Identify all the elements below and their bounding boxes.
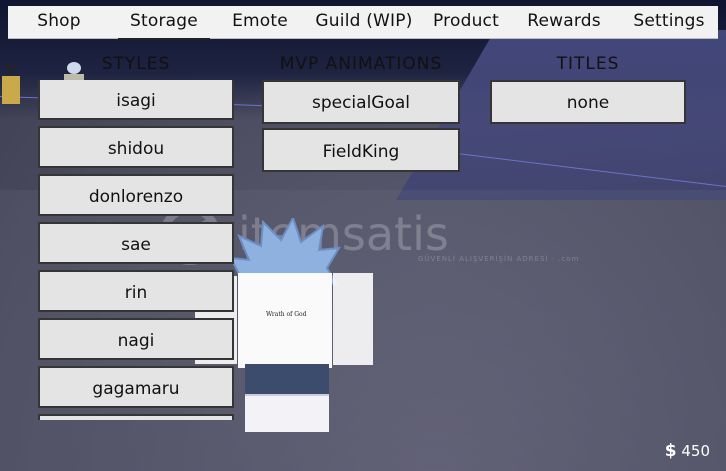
style-item-partial[interactable] [38, 414, 234, 420]
avatar-shirt: Wrath of God [238, 273, 332, 368]
mvp-animations-column-title: MVP ANIMATIONS [279, 54, 443, 74]
tab-settings[interactable]: Settings [633, 11, 705, 31]
tab-guild[interactable]: Guild (WIP) [315, 11, 413, 31]
tab-emote[interactable]: Emote [232, 11, 288, 31]
player-avatar: Wrath of God [193, 218, 378, 433]
styles-list[interactable]: isagi shidou donlorenzo sae rin nagi gag… [38, 80, 234, 420]
currency-symbol: $ [664, 441, 677, 461]
style-item-gagamaru[interactable]: gagamaru [38, 366, 234, 408]
tab-rewards[interactable]: Rewards [527, 11, 601, 31]
style-item-donlorenzo[interactable]: donlorenzo [38, 174, 234, 216]
currency-display: $ 450 [665, 441, 710, 461]
avatar-pants [245, 364, 329, 394]
tab-shop[interactable]: Shop [37, 11, 81, 31]
watermark-tagline: GÜVENLİ ALIŞVERİŞİN ADRESİ · .com [418, 255, 580, 263]
styles-column-title: STYLES [101, 54, 171, 74]
style-item-sae[interactable]: sae [38, 222, 234, 264]
tab-storage[interactable]: Storage [118, 6, 210, 40]
style-item-rin[interactable]: rin [38, 270, 234, 312]
menu-tab-bar: Shop Storage Emote Guild (WIP) Product R… [8, 6, 718, 40]
avatar-shirt-text: Wrath of God [266, 311, 307, 318]
distant-player [0, 62, 22, 108]
mvp-animation-item-fieldking[interactable]: FieldKing [262, 128, 460, 172]
avatar-arm-right [333, 273, 373, 365]
style-item-nagi[interactable]: nagi [38, 318, 234, 360]
style-item-isagi[interactable]: isagi [38, 80, 234, 120]
currency-amount: 450 [681, 442, 710, 460]
avatar-legs [245, 394, 329, 432]
mvp-animation-item-specialgoal[interactable]: specialGoal [262, 80, 460, 124]
titles-column-title: TITLES [556, 54, 620, 74]
tab-product[interactable]: Product [433, 11, 499, 31]
title-item-none[interactable]: none [490, 80, 686, 124]
style-item-shidou[interactable]: shidou [38, 126, 234, 168]
